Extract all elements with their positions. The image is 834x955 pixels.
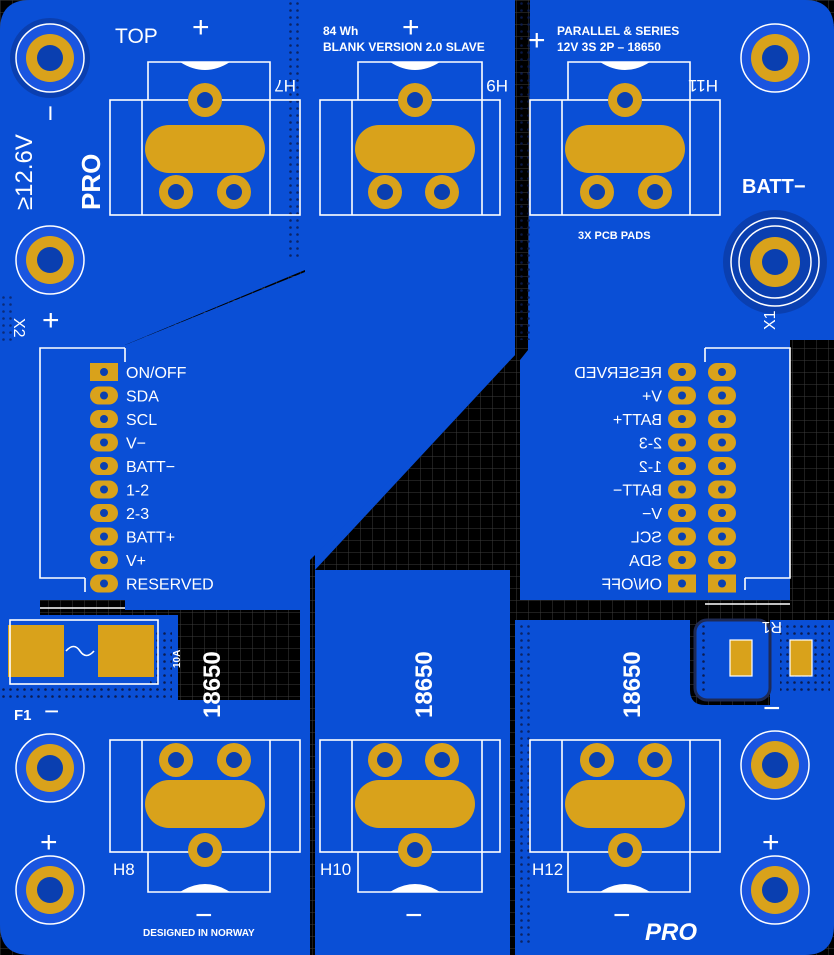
x2-pin-label: SDA xyxy=(126,389,159,406)
x2-pin: BATT+ xyxy=(90,527,175,547)
x2-pin: SCL xyxy=(90,410,157,429)
center-top-plus: + xyxy=(402,11,420,44)
holder-h7-ref: H7 xyxy=(274,76,296,95)
x2-pin-label: RESERVED xyxy=(126,577,214,594)
top-left-minus: − xyxy=(35,105,66,121)
x2-pin-label: BATT+ xyxy=(126,530,175,547)
bottom-left-plus: + xyxy=(40,826,58,859)
x2-pin: V− xyxy=(90,433,146,453)
top-label: TOP xyxy=(115,25,158,48)
holder-h10-size: 18650 xyxy=(411,651,438,718)
x2-pin: RESERVED xyxy=(90,574,214,594)
x1-pin: V− xyxy=(642,504,736,523)
battery-holder-h7 xyxy=(109,61,301,216)
battery-holder-h9 xyxy=(319,61,501,216)
mount-hole-left-mid xyxy=(15,225,85,295)
mount-hole-bottom-left-1 xyxy=(15,733,85,803)
x1-pin: BATT− xyxy=(613,480,736,500)
x2-pin: 1-2 xyxy=(90,480,149,500)
config-label: PARALLEL & SERIES xyxy=(557,24,679,38)
battery-holder-h10 xyxy=(319,739,501,893)
fuse-ref: F1 xyxy=(14,707,32,724)
x2-pin: BATT− xyxy=(90,457,175,476)
x1-pin-label: V− xyxy=(642,506,662,523)
fuse-rating: 10A xyxy=(172,650,183,668)
h10-minus: − xyxy=(405,899,423,932)
voltage-label: ≥12.6V xyxy=(11,134,38,210)
x1-pin-label: 1-2 xyxy=(639,459,662,476)
x1-pin: SCL xyxy=(631,527,736,547)
x2-pin: 2-3 xyxy=(90,504,149,523)
x1-pin-label: BATT+ xyxy=(613,412,662,429)
holder-h8-size: 18650 xyxy=(199,651,226,718)
capacity-label: 84 Wh xyxy=(323,24,358,38)
x2-pin-label: BATT− xyxy=(126,459,175,476)
batt-minus-label: BATT− xyxy=(742,176,806,198)
battery-holder-h8 xyxy=(109,739,301,893)
right-top-plus: + xyxy=(528,24,546,57)
designed-in-norway: DESIGNED IN NORWAY xyxy=(143,928,255,939)
fuse-f1 xyxy=(8,619,159,685)
x1-pin-label: V+ xyxy=(642,389,662,406)
mount-hole-top-left xyxy=(10,18,90,98)
x1-pin: ON/OFF xyxy=(601,574,736,594)
x2-pin: V+ xyxy=(90,551,146,570)
x2-pin-label: 2-3 xyxy=(126,506,149,523)
bottom-logo: PRO xyxy=(645,919,697,946)
mount-hole-bottom-right-1 xyxy=(740,730,810,800)
x1-pin-label: RESERVED xyxy=(574,365,662,382)
connector-x2-ref: X2 xyxy=(10,318,27,338)
x1-pin-label: SCL xyxy=(631,530,662,547)
x2-pin: SDA xyxy=(90,386,159,406)
x1-pin: 2-3 xyxy=(639,433,736,453)
x1-pin: BATT+ xyxy=(613,410,736,429)
x1-pin-label: ON/OFF xyxy=(601,577,662,594)
x2-pin-label: SCL xyxy=(126,412,157,429)
holder-h9-ref: H9 xyxy=(486,76,508,95)
left-mid-plus: + xyxy=(42,304,60,337)
x2-pin-label: V− xyxy=(126,436,146,453)
x1-pin: RESERVED xyxy=(574,363,736,382)
holder-h12-size: 18650 xyxy=(619,651,646,718)
top-left-logo: PRO xyxy=(76,154,106,210)
x2-pin: ON/OFF xyxy=(90,363,187,382)
x1-pin-label: 2-3 xyxy=(639,436,662,453)
battery-holder-h12 xyxy=(529,739,721,893)
pcb-pads-note: 3X PCB PADS xyxy=(578,230,651,242)
x1-pin-label: BATT− xyxy=(613,483,662,500)
holder-h8-ref: H8 xyxy=(113,860,135,879)
x2-pin-label: 1-2 xyxy=(126,483,149,500)
cell-config-label: 12V 3S 2P – 18650 xyxy=(557,40,661,54)
bottom-right-plus: + xyxy=(762,826,780,859)
connector-x1-ref: X1 xyxy=(762,310,779,330)
top-left-plus: + xyxy=(192,11,210,44)
mount-hole-bottom-left-2 xyxy=(15,855,85,925)
holder-h12-ref: H12 xyxy=(532,860,563,879)
x2-pin-label: ON/OFF xyxy=(126,365,187,382)
x1-pin: SDA xyxy=(629,551,736,570)
fuse-minus: − xyxy=(44,696,59,726)
resistor-r1 xyxy=(729,639,813,677)
mount-hole-top-right xyxy=(740,23,810,93)
x1-pin-label: SDA xyxy=(629,553,662,570)
bottom-right-minus: − xyxy=(763,692,781,725)
x2-pin-label: V+ xyxy=(126,553,146,570)
batt-minus-terminal xyxy=(723,210,827,314)
h8-minus: − xyxy=(195,899,213,932)
h12-minus: − xyxy=(613,899,631,932)
resistor-r1-ref: R1 xyxy=(761,618,782,635)
holder-h11-ref: H11 xyxy=(688,76,718,95)
mount-hole-bottom-right-2 xyxy=(740,855,810,925)
x1-pin: V+ xyxy=(642,386,736,406)
holder-h10-ref: H10 xyxy=(320,860,351,879)
version-label: BLANK VERSION 2.0 SLAVE xyxy=(323,40,485,54)
x1-pin: 1-2 xyxy=(639,457,736,476)
battery-holder-h11 xyxy=(529,61,721,216)
